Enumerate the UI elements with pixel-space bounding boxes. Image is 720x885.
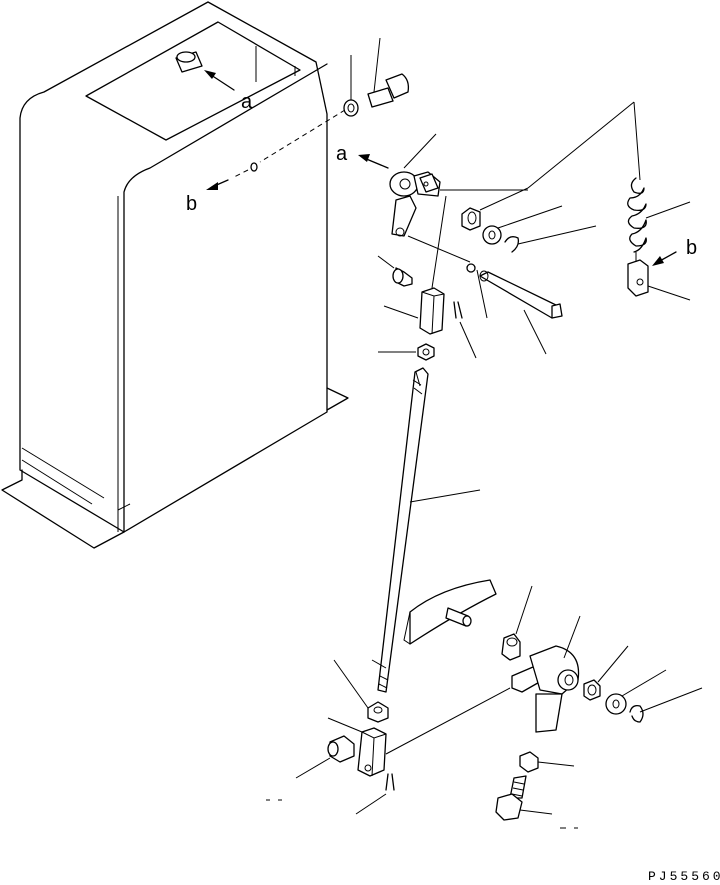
drawing-code: PJ55560: [648, 869, 720, 884]
ref-arrow-b-left: b: [186, 109, 346, 215]
lower-adjust-screw: [495, 751, 575, 821]
bushing-washer-ring-upper: [461, 187, 597, 253]
upper-lever: a: [336, 133, 528, 289]
ref-label-a-lever: a: [336, 143, 348, 165]
leader-stubs: [266, 799, 578, 829]
ref-label-a-upper: a: [241, 91, 253, 113]
bolt-top: [343, 37, 410, 117]
ref-label-b-left: b: [186, 193, 197, 215]
ref-arrow-a-upper: a: [204, 70, 253, 113]
upper-clevis: [377, 255, 477, 359]
lower-bellcrank: [501, 585, 703, 733]
threaded-rod: [371, 367, 481, 693]
ref-label-b-right: b: [686, 237, 697, 259]
cam-plate: [403, 579, 497, 645]
spring-assembly: b: [527, 101, 697, 301]
upper-nut: [378, 343, 435, 361]
cabinet-housing: [1, 1, 349, 549]
lower-nut: [333, 659, 389, 723]
shaft-pin: [466, 263, 563, 355]
lower-clevis: [295, 687, 511, 815]
